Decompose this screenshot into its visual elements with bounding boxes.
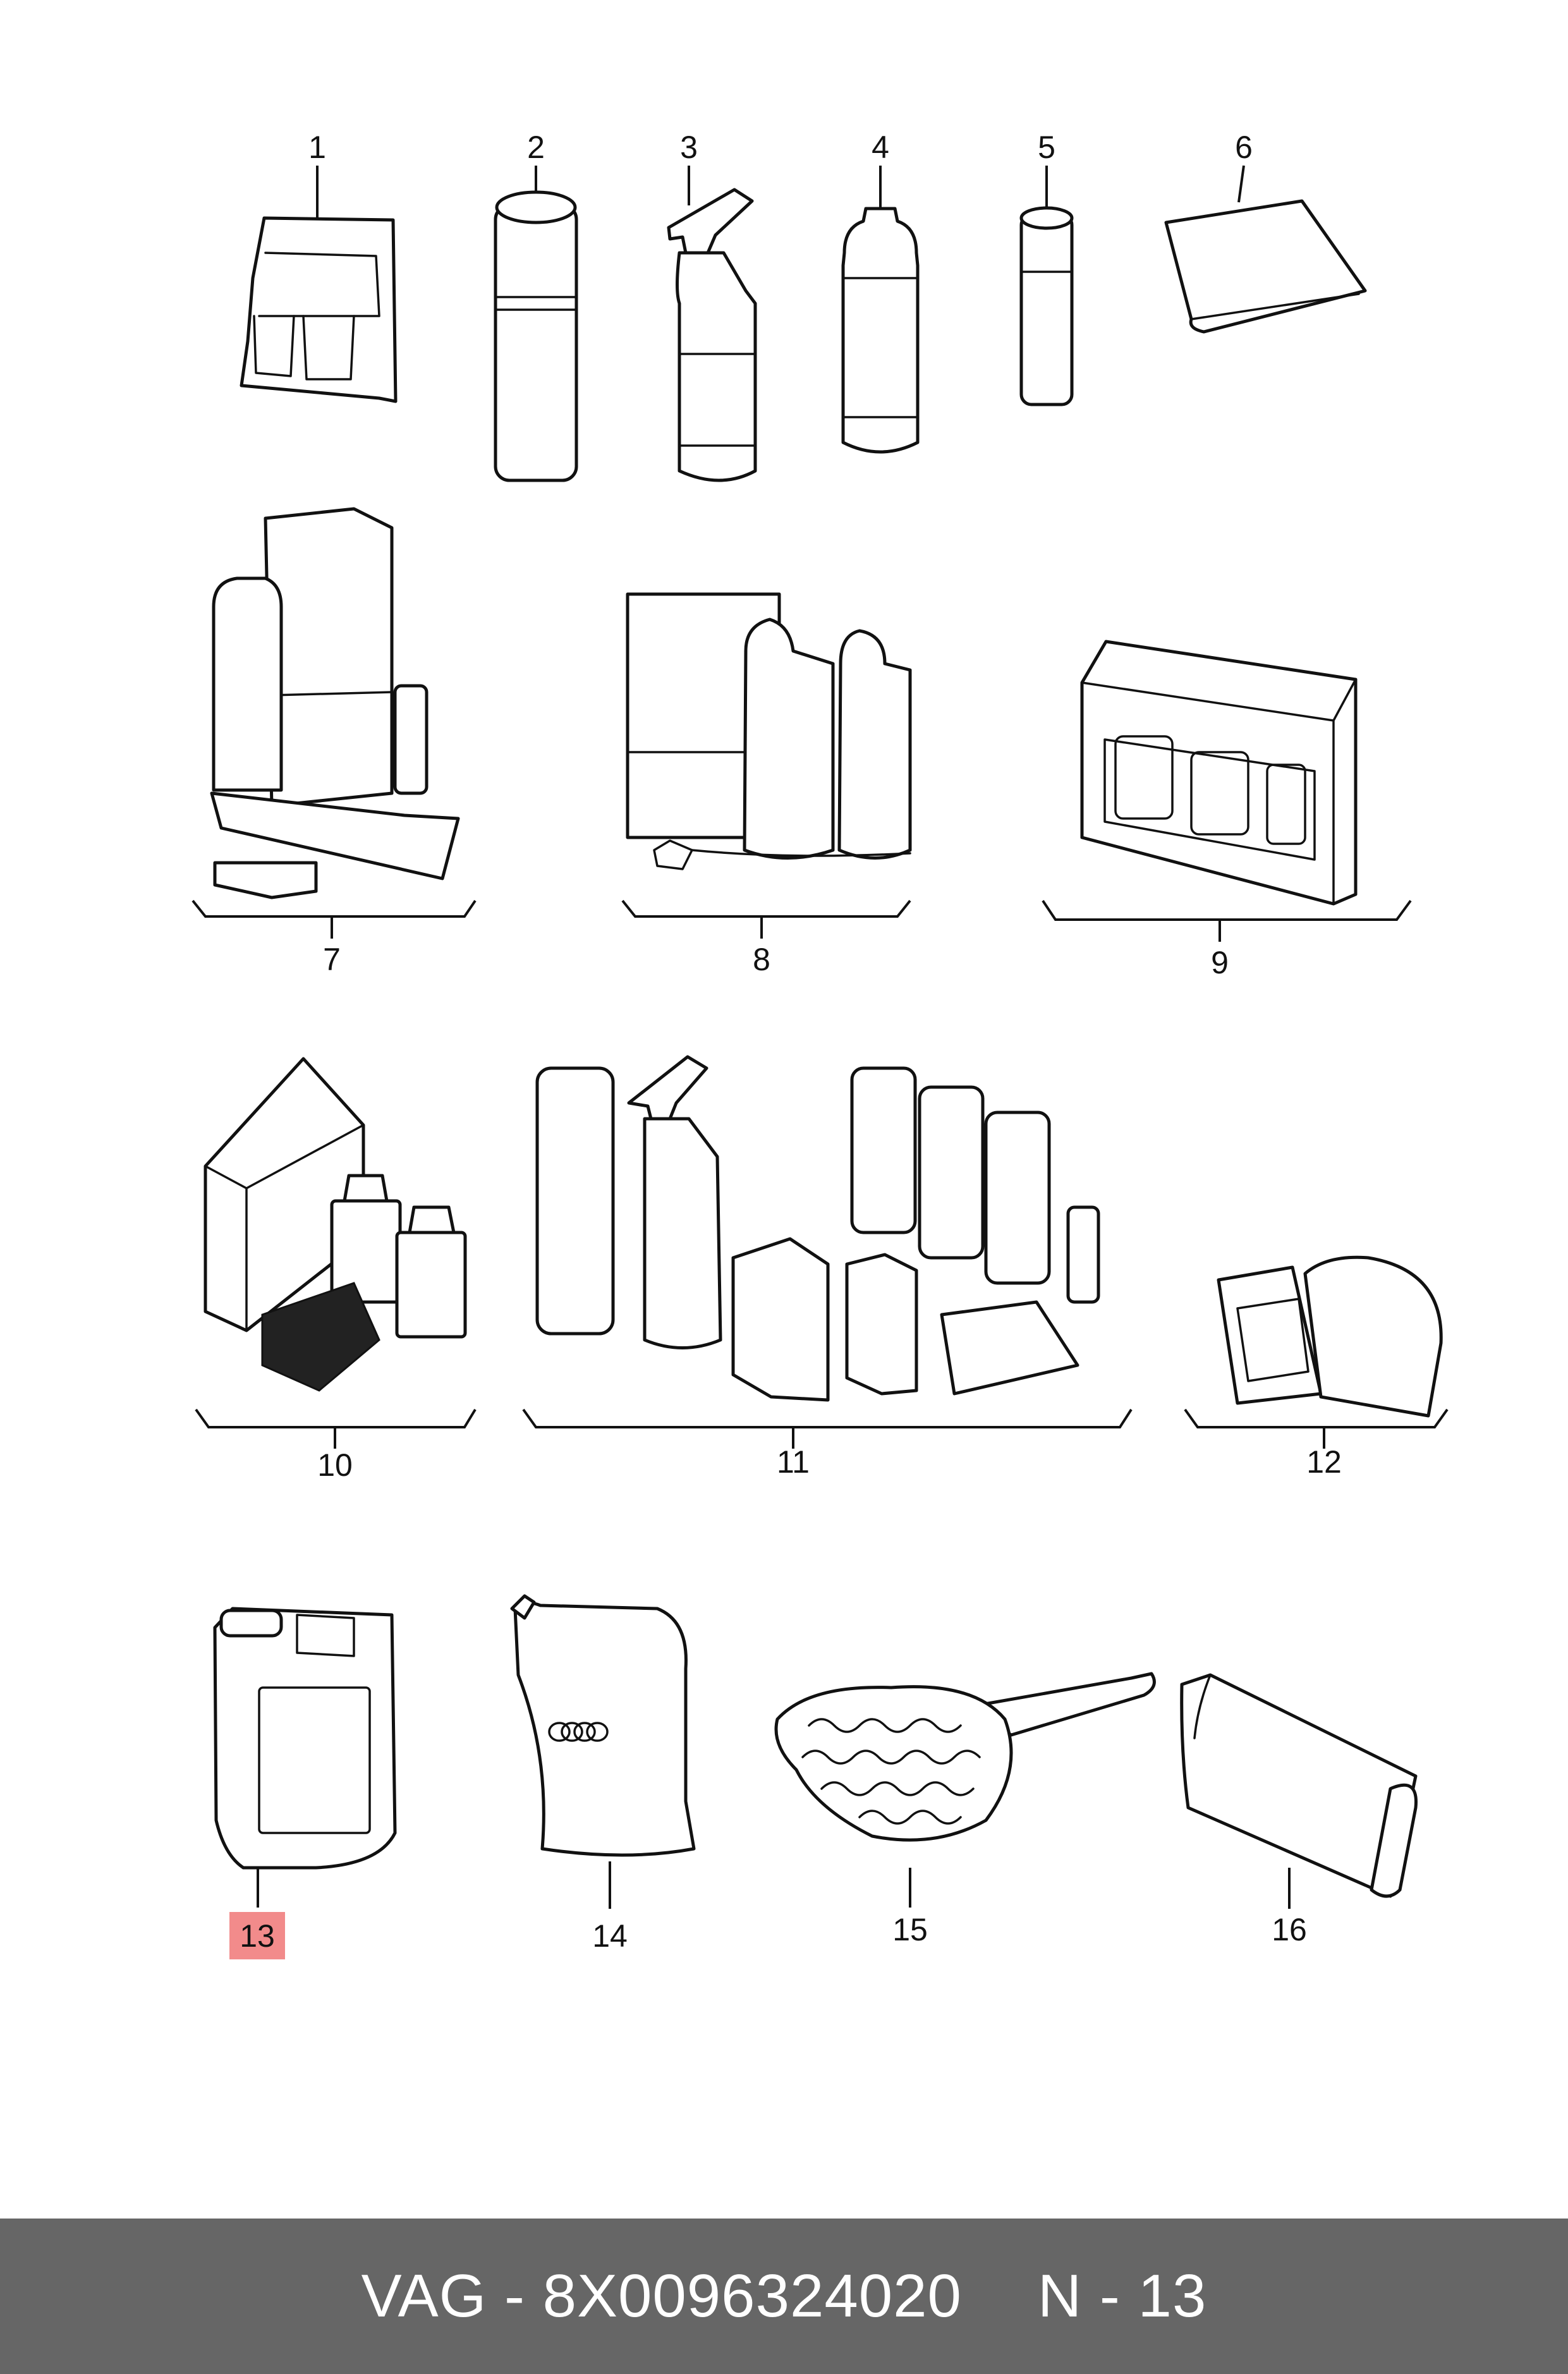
item-13-canister-illustration [213, 1607, 397, 1908]
callout-13-highlight [229, 1912, 285, 1959]
callout-13: 13 [240, 1918, 275, 1954]
bracket-8 [621, 899, 911, 939]
callout-14: 14 [592, 1918, 628, 1954]
footer-bar: VAG - 8X0096324020 N - 13 [0, 2219, 1568, 2374]
page-reference-label: N - 13 [1037, 2262, 1207, 2330]
bracket-10 [195, 1408, 477, 1449]
item-5-small-can-illustration [1019, 166, 1074, 406]
callout-11: 11 [777, 1444, 810, 1480]
callout-7: 7 [323, 942, 341, 977]
item-9-gift-box-illustration [1080, 640, 1358, 906]
bracket-9 [1042, 899, 1412, 942]
item-14-refill-pouch-illustration [510, 1594, 696, 1909]
item-3-spray-bottle-illustration [667, 166, 757, 482]
item-8-cleaning-set-illustration [626, 592, 912, 870]
callout-16: 16 [1272, 1912, 1307, 1947]
callout-4: 4 [872, 130, 889, 165]
callout-1: 1 [308, 130, 326, 165]
item-4-bottle-illustration [841, 166, 920, 454]
bracket-12 [1184, 1408, 1449, 1449]
item-7-care-kit-illustration [210, 507, 460, 899]
bracket-11 [522, 1408, 1133, 1449]
item-1-bag-illustration [240, 166, 398, 403]
callout-15: 15 [892, 1912, 928, 1947]
callout-10: 10 [317, 1447, 353, 1483]
item-16-squeegee-illustration [1180, 1673, 1418, 1909]
item-6-cloth-illustration [1164, 165, 1367, 334]
part-number-label: VAG - 8X0096324020 [361, 2262, 962, 2330]
item-12-wipes-illustration [1217, 1255, 1443, 1418]
callout-2: 2 [527, 130, 545, 165]
item-10-leather-care-set-illustration [204, 1057, 467, 1392]
callout-3: 3 [680, 130, 698, 165]
callout-9: 9 [1211, 945, 1229, 980]
item-2-spray-can-illustration [494, 166, 578, 482]
item-15-wash-mitt-illustration [774, 1672, 1156, 1908]
bracket-7 [191, 899, 477, 939]
callout-12: 12 [1306, 1444, 1342, 1480]
callout-8: 8 [753, 942, 770, 977]
parts-diagram: 1 2 3 4 5 6 [191, 130, 1449, 1959]
callout-6: 6 [1235, 130, 1253, 165]
item-11-care-collection-illustration [535, 1055, 1100, 1402]
callout-5: 5 [1038, 130, 1055, 165]
